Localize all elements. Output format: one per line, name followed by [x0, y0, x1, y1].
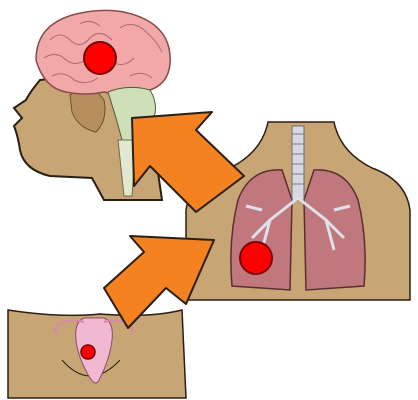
uterus-marker-dot: [81, 345, 95, 359]
brain-marker-dot: [84, 42, 116, 74]
pelvis-panel: [8, 310, 186, 398]
lung-marker-dot: [240, 242, 272, 274]
torso-panel: [186, 122, 410, 300]
trachea: [292, 126, 304, 200]
